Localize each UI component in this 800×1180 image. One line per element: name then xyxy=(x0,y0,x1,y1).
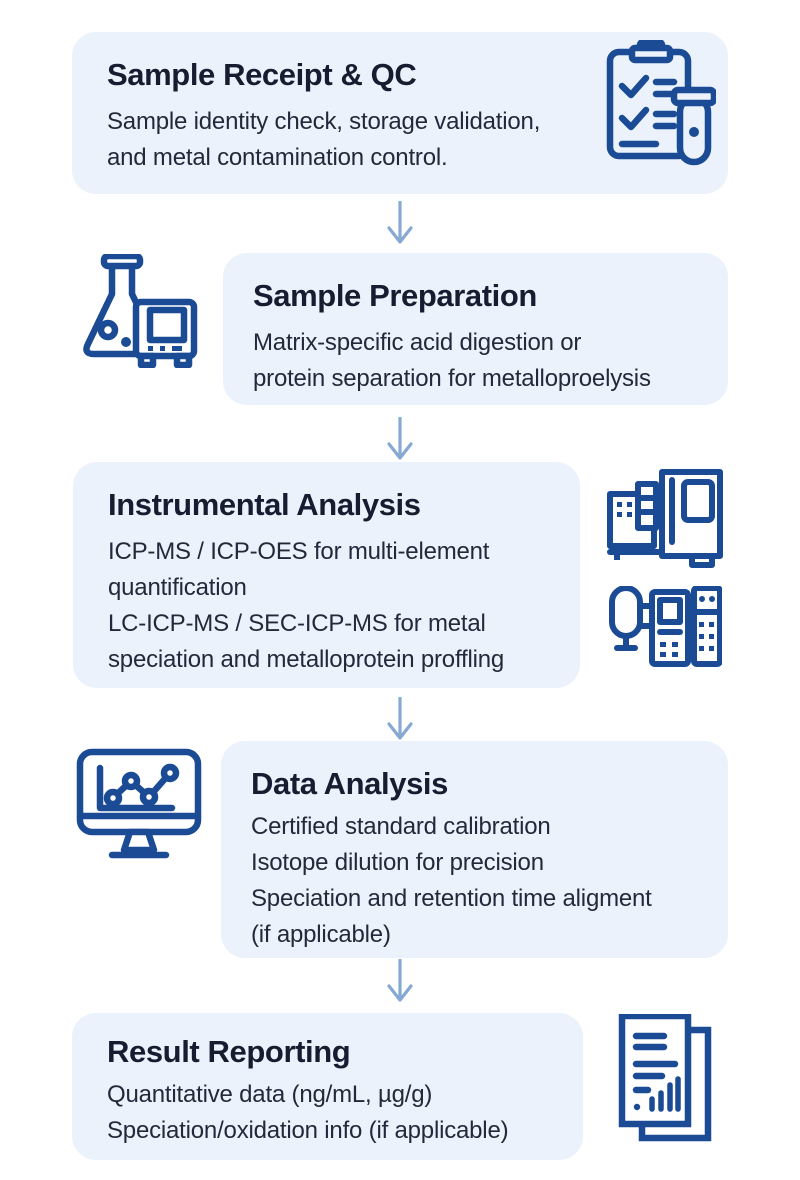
description-line: Speciation/oxidation info (if applicable… xyxy=(107,1117,509,1144)
step-card-sample-preparation: Sample Preparation Matrix-specific acid … xyxy=(223,253,728,405)
description-line: (if applicable) xyxy=(251,921,391,948)
icp-ms-instrument-icon xyxy=(607,469,723,568)
step-description: Matrix-specific acid digestion or protei… xyxy=(253,325,704,397)
step-card-sample-receipt: Sample Receipt & QC Sample identity chec… xyxy=(72,32,728,194)
description-line: quantification xyxy=(108,574,247,601)
description-line: Certified standard calibration xyxy=(251,813,551,840)
flow-arrow-down-icon xyxy=(387,201,413,244)
step-title: Data Analysis xyxy=(251,766,448,801)
description-line: LC-ICP-MS / SEC-ICP-MS for metal xyxy=(108,610,486,637)
description-line: protein separation for metalloproelysis xyxy=(253,365,651,392)
step-card-instrumental-analysis: Instrumental Analysis ICP-MS / ICP-OES f… xyxy=(73,462,580,688)
report-documents-icon xyxy=(618,1014,712,1142)
step-description: Certified standard calibration Isotope d… xyxy=(251,809,704,953)
step-title: Sample Preparation xyxy=(253,278,537,313)
lc-speciation-system-icon xyxy=(609,586,722,667)
description-line: speciation and metalloprotein proffling xyxy=(108,646,505,673)
description-line: Matrix-specific acid digestion or xyxy=(253,329,582,356)
description-line: Sample identity check, storage validatio… xyxy=(107,108,541,135)
flow-arrow-down-icon xyxy=(387,697,413,740)
description-line: and metal contamination control. xyxy=(107,144,448,171)
step-description: Sample identity check, storage validatio… xyxy=(107,104,704,176)
step-card-result-reporting: Result Reporting Quantitative data (ng/m… xyxy=(72,1013,583,1160)
description-line: Speciation and retention time aligment xyxy=(251,885,652,912)
flow-arrow-down-icon xyxy=(387,959,413,1002)
monitor-chart-icon xyxy=(76,748,202,859)
step-title: Sample Receipt & QC xyxy=(107,57,417,92)
flask-instrument-icon xyxy=(83,254,198,368)
flow-arrow-down-icon xyxy=(387,417,413,460)
clipboard-checklist-test-tube-icon xyxy=(606,40,716,166)
description-line: ICP-MS / ICP-OES for multi-element xyxy=(108,538,490,565)
step-title: Instrumental Analysis xyxy=(108,487,421,522)
step-card-data-analysis: Data Analysis Certified standard calibra… xyxy=(221,741,728,958)
description-line: Isotope dilution for precision xyxy=(251,849,544,876)
step-description: ICP-MS / ICP-OES for multi-element quant… xyxy=(108,534,556,678)
description-line: Quantitative data (ng/mL, µg/g) xyxy=(107,1081,433,1108)
step-description: Quantitative data (ng/mL, µg/g) Speciati… xyxy=(107,1077,559,1149)
step-title: Result Reporting xyxy=(107,1034,351,1069)
